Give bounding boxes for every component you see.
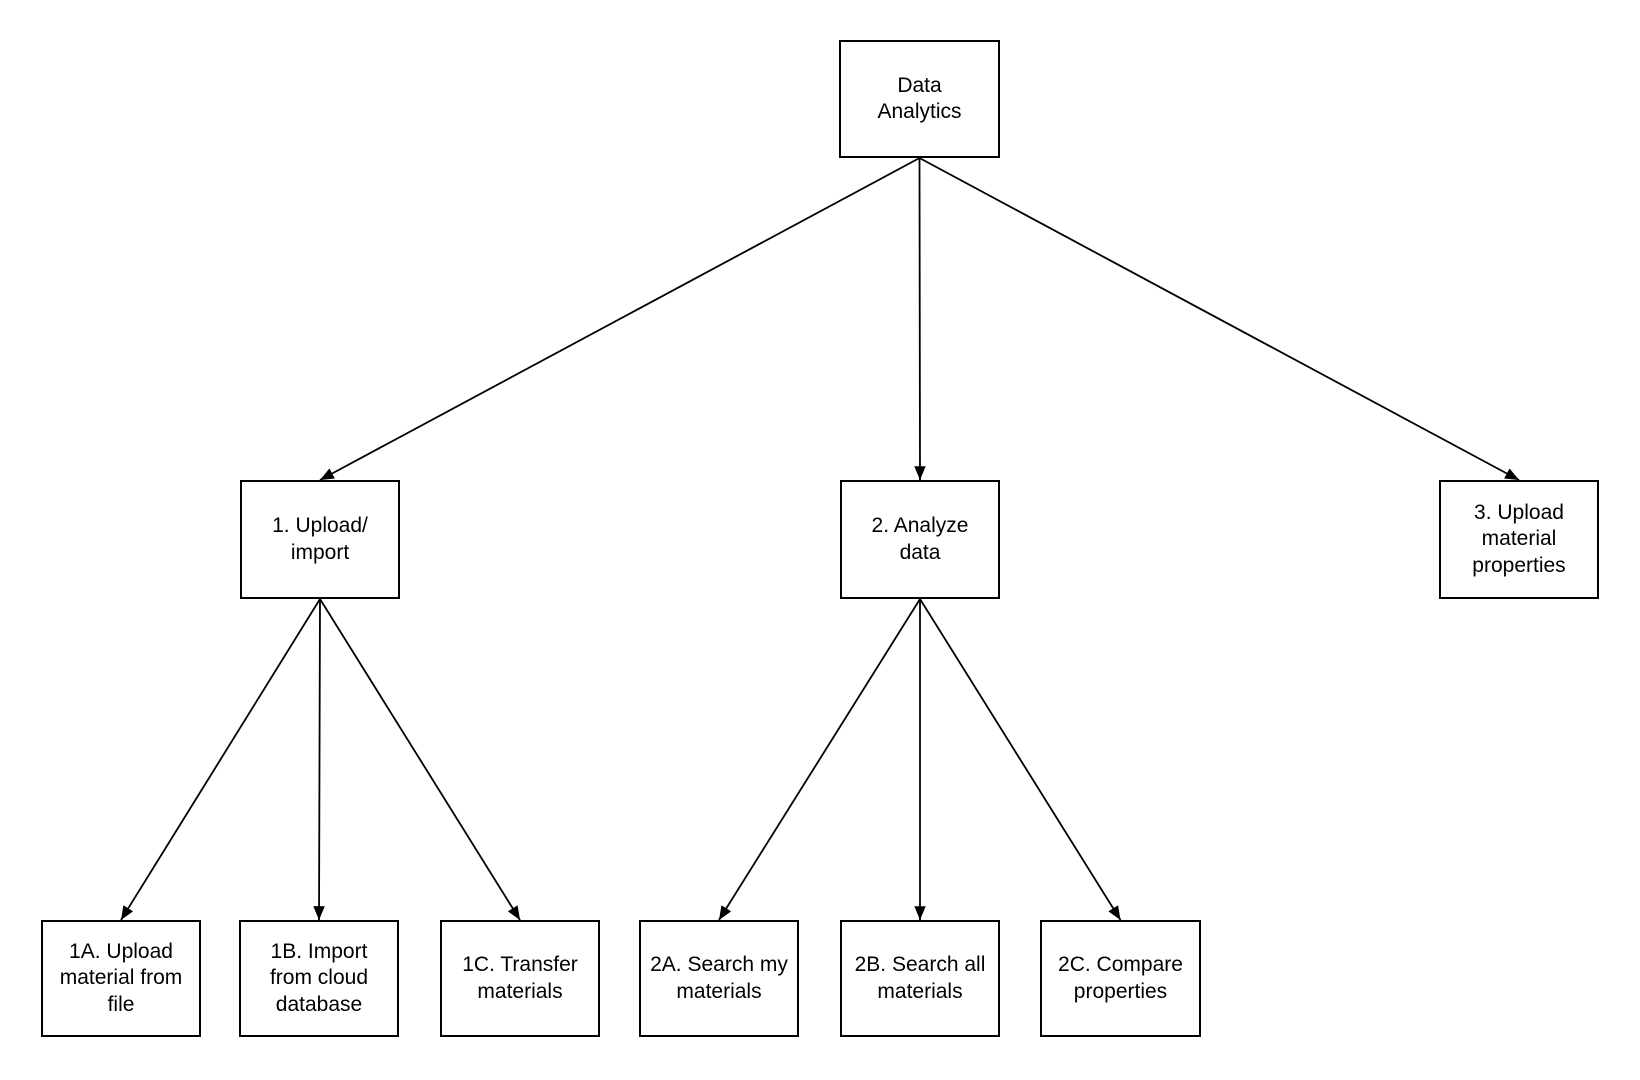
- node-label: Data Analytics: [877, 73, 962, 123]
- node-upload-material-from-file: 1A. Upload material from file: [41, 920, 201, 1037]
- node-label: 1. Upload/ import: [272, 514, 368, 564]
- node-label: 2B. Search all materials: [854, 953, 986, 1003]
- edge-arrow: [919, 598, 1122, 921]
- node-data-analytics: Data Analytics: [839, 40, 1000, 158]
- edge-arrow: [919, 157, 1520, 481]
- node-label: 1A. Upload material from file: [59, 940, 183, 1016]
- node-upload-import: 1. Upload/ import: [240, 480, 400, 599]
- edge-arrow: [914, 157, 926, 481]
- node-label: 2C. Compare properties: [1058, 953, 1183, 1003]
- edge-arrow: [120, 598, 321, 921]
- edge-arrow: [718, 598, 921, 921]
- node-label: 3. Upload material properties: [1472, 501, 1566, 577]
- node-search-my-materials: 2A. Search my materials: [639, 920, 799, 1037]
- node-transfer-materials: 1C. Transfer materials: [440, 920, 600, 1037]
- node-label: 2. Analyze data: [871, 514, 969, 564]
- edge-arrow: [319, 598, 521, 921]
- node-label: 1B. Import from cloud database: [269, 940, 369, 1016]
- node-label: 1C. Transfer materials: [462, 953, 578, 1003]
- node-upload-material-properties: 3. Upload material properties: [1439, 480, 1599, 599]
- node-search-all-materials: 2B. Search all materials: [840, 920, 1000, 1037]
- node-compare-properties: 2C. Compare properties: [1040, 920, 1201, 1037]
- node-import-from-cloud-database: 1B. Import from cloud database: [239, 920, 399, 1037]
- edge-arrow: [319, 157, 920, 481]
- node-analyze-data: 2. Analyze data: [840, 480, 1000, 599]
- node-label: 2A. Search my materials: [650, 953, 788, 1003]
- edge-arrow: [313, 598, 325, 921]
